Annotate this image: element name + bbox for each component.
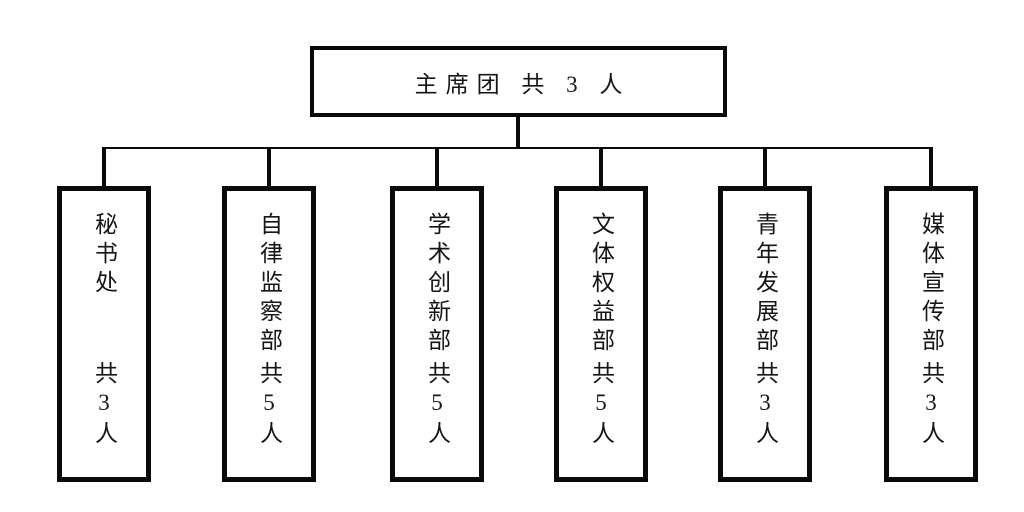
branch-discipline-supervision: 自律监察部 共5人 xyxy=(222,147,316,482)
branch-line xyxy=(267,147,271,186)
dept-node: 青年发展部 共3人 xyxy=(718,186,812,482)
dept-node: 学术创新部 共5人 xyxy=(390,186,484,482)
dept-count: 共5人 xyxy=(256,361,282,450)
trunk-line xyxy=(103,147,933,149)
root-node-presidium: 主席团 共 3 人 xyxy=(310,46,727,117)
dept-name: 青年发展部 xyxy=(752,212,778,357)
branch-academic-innovation: 学术创新部 共5人 xyxy=(390,147,484,482)
root-node-label: 主席团 共 3 人 xyxy=(414,71,631,97)
branch-youth-development: 青年发展部 共3人 xyxy=(718,147,812,482)
dept-name: 文体权益部 xyxy=(588,212,614,357)
dept-name: 学术创新部 xyxy=(424,212,450,357)
branch-line xyxy=(102,147,106,186)
dept-name: 秘书处 xyxy=(91,212,117,299)
branch-line xyxy=(435,147,439,186)
dept-count: 共5人 xyxy=(588,361,614,450)
dept-node: 文体权益部 共5人 xyxy=(554,186,648,482)
dept-node: 媒体宣传部 共3人 xyxy=(884,186,978,482)
dept-name: 自律监察部 xyxy=(256,212,282,357)
branch-line xyxy=(929,147,933,186)
branch-line xyxy=(763,147,767,186)
branch-line xyxy=(599,147,603,186)
dept-count: 共3人 xyxy=(91,361,117,450)
root-stem-line xyxy=(516,115,520,149)
dept-count: 共3人 xyxy=(752,361,778,450)
branch-secretariat: 秘书处 共3人 xyxy=(57,147,151,482)
branch-media-publicity: 媒体宣传部 共3人 xyxy=(884,147,978,482)
dept-node: 秘书处 共3人 xyxy=(57,186,151,482)
dept-node: 自律监察部 共5人 xyxy=(222,186,316,482)
dept-count: 共5人 xyxy=(424,361,450,450)
dept-count: 共3人 xyxy=(918,361,944,450)
dept-name: 媒体宣传部 xyxy=(918,212,944,357)
branch-culture-sports-rights: 文体权益部 共5人 xyxy=(554,147,648,482)
